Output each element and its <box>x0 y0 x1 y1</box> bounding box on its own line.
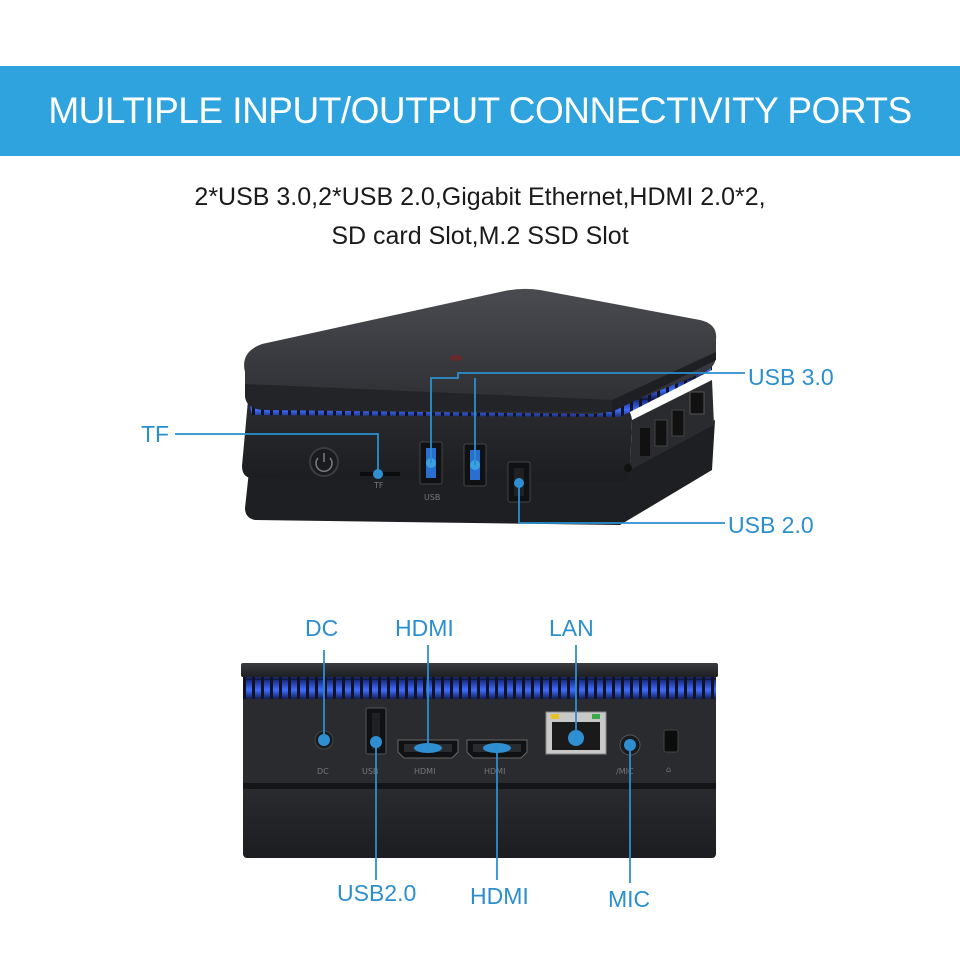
callout-tf: TF <box>141 421 170 447</box>
banner-title: MULTIPLE INPUT/OUTPUT CONNECTIVITY PORTS <box>48 90 912 131</box>
callout-usb30: USB 3.0 <box>748 364 834 390</box>
callout-usb20-bottom: USB2.0 <box>337 880 417 906</box>
callout-usb20: USB 2.0 <box>728 512 814 538</box>
mic-port-label: /MIC <box>616 767 634 776</box>
spec-subtitle-line-2: SD card Slot,M.2 SSD Slot <box>331 222 629 250</box>
spec-subtitle-line-1: 2*USB 3.0,2*USB 2.0,Gigabit Ethernet,HDM… <box>194 183 766 211</box>
title-banner: MULTIPLE INPUT/OUTPUT CONNECTIVITY PORTS <box>0 66 960 156</box>
callout-hdmi-top: HDMI <box>395 615 454 641</box>
lock-icon: ⌂ <box>666 765 671 774</box>
hdmi2-label: HDMI <box>484 767 505 776</box>
tf-port-label: TF <box>373 481 384 490</box>
dc-port-label: DC <box>317 767 329 776</box>
usb-port-label: USB <box>424 493 440 502</box>
mini-pc-rear-view: DC USB HDMI HDMI /MIC ⌂ <box>241 663 718 858</box>
callout-dc: DC <box>305 615 339 641</box>
usb-rear-label: USB <box>362 767 378 776</box>
callout-leaders <box>175 372 745 883</box>
callout-mic: MIC <box>608 886 651 912</box>
hdmi1-label: HDMI <box>414 767 435 776</box>
led-vent-strip-rear <box>243 677 716 699</box>
mini-pc-angled-view: TF USB <box>242 288 717 525</box>
callout-hdmi-bottom: HDMI <box>470 883 529 909</box>
callout-lan: LAN <box>549 615 594 641</box>
